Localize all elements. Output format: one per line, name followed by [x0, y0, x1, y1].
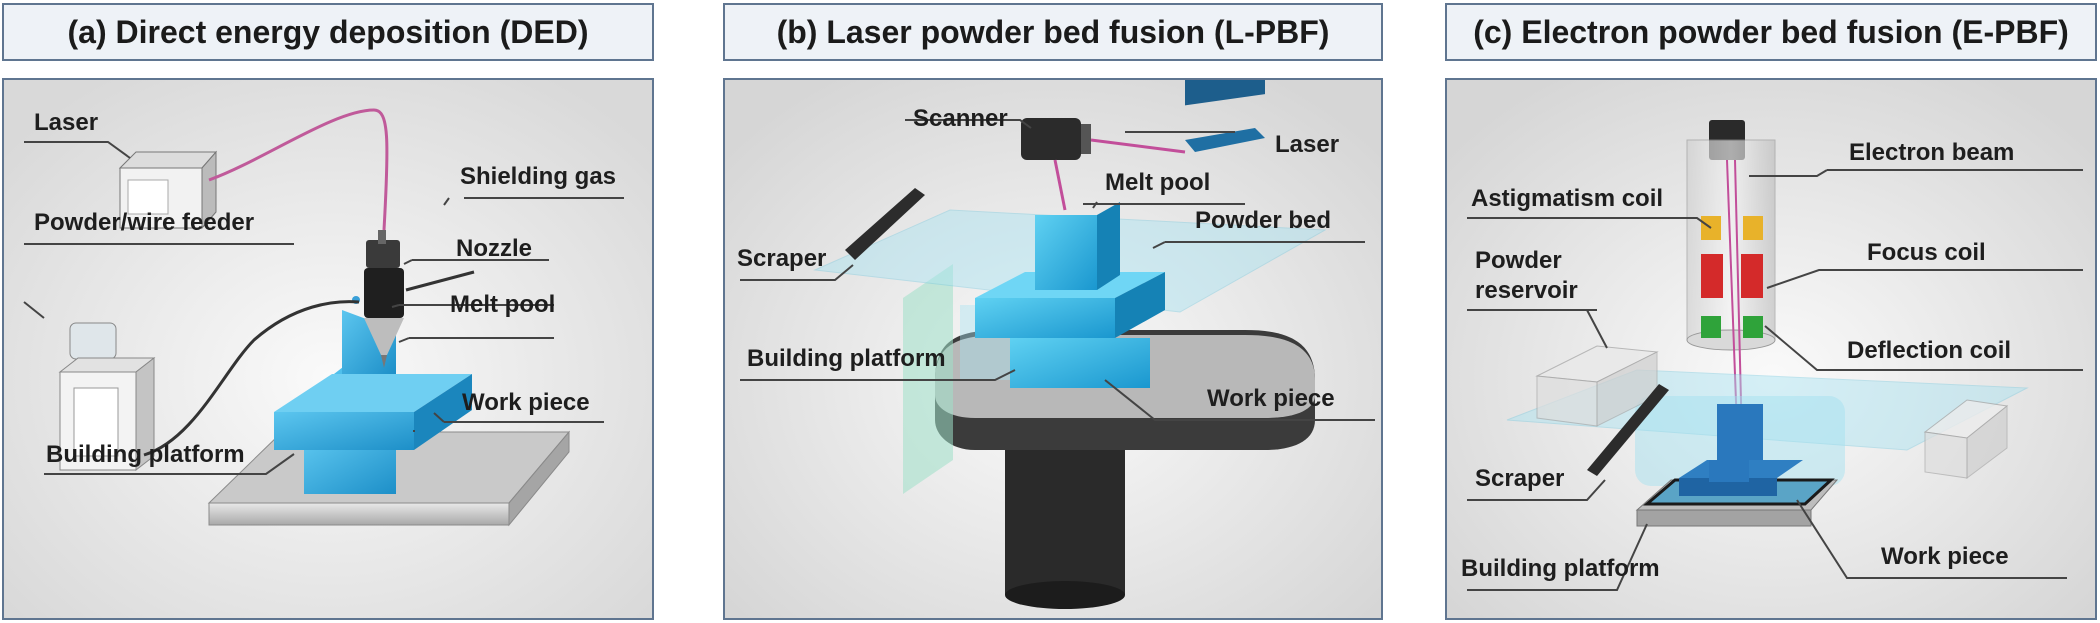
lpbf-label-work-piece: Work piece: [1207, 385, 1335, 412]
ded-powder-feeder: [58, 322, 156, 472]
lpbf-label-powder-bed: Powder bed: [1195, 207, 1332, 234]
ded-label-work-piece: Work piece: [462, 389, 590, 416]
lpbf-label-scanner: Scanner: [913, 105, 1008, 132]
epbf-label-powder-reservoir-2: reservoir: [1475, 277, 1578, 304]
panel-epbf: Electron beam Astigmatism coil Focus coi…: [1445, 78, 2097, 620]
ded-work-piece: [274, 310, 472, 494]
epbf-label-work-piece: Work piece: [1881, 543, 2009, 570]
epbf-powder-reservoir: [1535, 345, 2009, 479]
lpbf-platform-pillar: [1005, 425, 1125, 595]
epbf-label-powder-reservoir-1: Powder: [1475, 247, 1562, 274]
lpbf-label-laser: Laser: [1275, 131, 1340, 158]
ded-illustration: [4, 80, 652, 618]
ded-gas-hose: [405, 270, 475, 292]
ded-label-shielding-gas: Shielding gas: [460, 163, 617, 190]
ded-fiber-cable: [208, 108, 389, 231]
epbf-illustration: [1447, 80, 2095, 618]
epbf-focus-coil: [1701, 254, 1723, 298]
panel-b-title: (b) Laser powder bed fusion (L-PBF): [723, 3, 1383, 61]
lpbf-label-platform: Building platform: [747, 345, 946, 372]
panel-lpbf: Scanner Laser Melt pool Scraper Powder b…: [723, 78, 1383, 620]
lpbf-illustration: [725, 80, 1381, 618]
epbf-deflection-coil: [1701, 316, 1721, 338]
epbf-label-focus-coil: Focus coil: [1867, 239, 1986, 266]
lpbf-laser-beam: [1090, 138, 1186, 154]
epbf-label-deflection-coil: Deflection coil: [1847, 337, 2012, 364]
ded-feeder-hose: [143, 300, 360, 457]
panel-c-title: (c) Electron powder bed fusion (E-PBF): [1445, 3, 2097, 61]
epbf-label-astigmatism-coil: Astigmatism coil: [1471, 185, 1664, 212]
ded-label-melt-pool: Melt pool: [450, 291, 556, 318]
panel-a-title: (a) Direct energy deposition (DED): [2, 3, 654, 61]
lpbf-work-piece: [975, 202, 1165, 388]
epbf-label-platform: Building platform: [1461, 555, 1660, 582]
lpbf-label-scraper: Scraper: [737, 245, 827, 272]
ded-label-laser: Laser: [34, 109, 99, 136]
epbf-label-electron-beam: Electron beam: [1849, 139, 2015, 166]
epbf-label-scraper: Scraper: [1475, 465, 1565, 492]
epbf-scraper: [1587, 384, 1669, 476]
ded-label-nozzle: Nozzle: [456, 235, 533, 262]
epbf-work-piece: [1679, 404, 1803, 496]
ded-label-feeder: Powder/wire feeder: [34, 209, 255, 236]
ded-label-platform: Building platform: [46, 441, 245, 468]
lpbf-label-melt-pool: Melt pool: [1105, 169, 1211, 196]
lpbf-laser-source: [1185, 80, 1265, 152]
lpbf-scraper: [845, 188, 925, 260]
ded-laser-source: [118, 150, 218, 230]
lpbf-scanner: [1021, 118, 1091, 160]
panel-ded: Laser Shielding gas Powder/wire feeder N…: [2, 78, 654, 620]
